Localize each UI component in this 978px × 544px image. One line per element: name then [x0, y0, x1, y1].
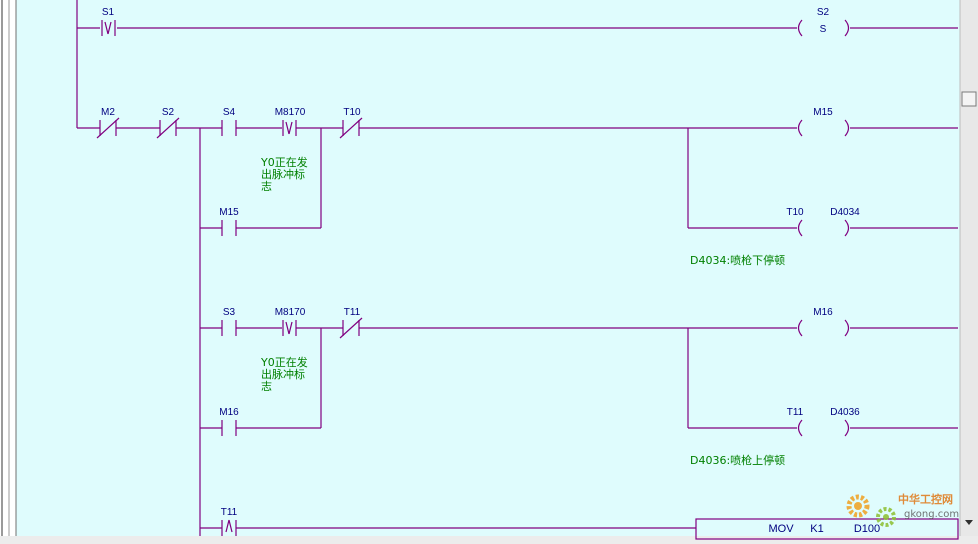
label-T11: T11 — [344, 307, 361, 318]
gear-icon — [846, 494, 870, 518]
status-bar — [0, 536, 978, 544]
label-S2: S2 — [162, 107, 175, 118]
label-M8170: M8170 — [275, 107, 306, 118]
label-coil-S2: S2 — [817, 7, 830, 18]
label-S1: S1 — [102, 7, 115, 18]
label-M2: M2 — [101, 107, 115, 118]
contact-S1[interactable] — [101, 20, 116, 36]
watermark-brand: 中华工控网 — [898, 492, 953, 506]
scrollbar-thumb[interactable] — [961, 91, 977, 107]
label-coil-M16: M16 — [813, 307, 833, 318]
label-S4: S4 — [223, 107, 236, 118]
scroll-down-arrow-icon[interactable] — [965, 520, 973, 525]
label-timer-T10: T10 — [786, 207, 804, 218]
comment-rung3-line3: 志 — [261, 380, 272, 393]
label-T11-rising: T11 — [221, 507, 238, 518]
comment-D4036-text: D4036:喷枪上停顿 — [690, 453, 785, 467]
comment-rung2-line1: Y0正在发 — [260, 155, 308, 169]
label-param-D4036: D4036 — [830, 407, 860, 418]
comment-rung2-line3: 志 — [261, 180, 272, 193]
mov-op: MOV — [768, 523, 794, 535]
coil-M16[interactable] — [797, 319, 850, 337]
comment-rung3-line2: 出脉冲标 — [261, 367, 305, 381]
contact-M8170-2[interactable] — [282, 320, 297, 336]
coil-M15[interactable] — [797, 119, 850, 137]
vertical-scrollbar[interactable] — [960, 0, 978, 536]
watermark-url: gkong.com — [904, 509, 959, 520]
label-M16: M16 — [219, 407, 239, 418]
mov-instruction-box[interactable] — [695, 518, 959, 540]
comment-rung3-line1: Y0正在发 — [260, 355, 308, 369]
ladder-canvas[interactable] — [16, 0, 960, 536]
timer-coil-T11[interactable] — [797, 419, 850, 437]
label-timer-T11: T11 — [787, 407, 804, 418]
timer-coil-T10[interactable] — [797, 219, 850, 237]
mov-arg-source: K1 — [810, 523, 823, 535]
label-M15: M15 — [219, 207, 239, 218]
label-M8170-2: M8170 — [275, 307, 306, 318]
label-T10: T10 — [343, 107, 361, 118]
comment-D4034: D4034:喷枪下停顿 — [690, 253, 785, 267]
gear-small-icon — [876, 507, 896, 527]
contact-M8170[interactable] — [282, 120, 297, 136]
mov-arg-dest: D100 — [854, 523, 880, 535]
coil-S2-text: S — [820, 24, 827, 35]
label-coil-M15: M15 — [813, 107, 833, 118]
contact-T11-rising[interactable] — [221, 519, 237, 536]
coil-S2[interactable] — [797, 19, 850, 37]
label-S3: S3 — [223, 307, 236, 318]
watermark-logo: 中华工控网 gkong.com — [846, 492, 959, 527]
label-param-D4034: D4034 — [830, 207, 860, 218]
comment-rung2-line2: 出脉冲标 — [261, 167, 305, 181]
